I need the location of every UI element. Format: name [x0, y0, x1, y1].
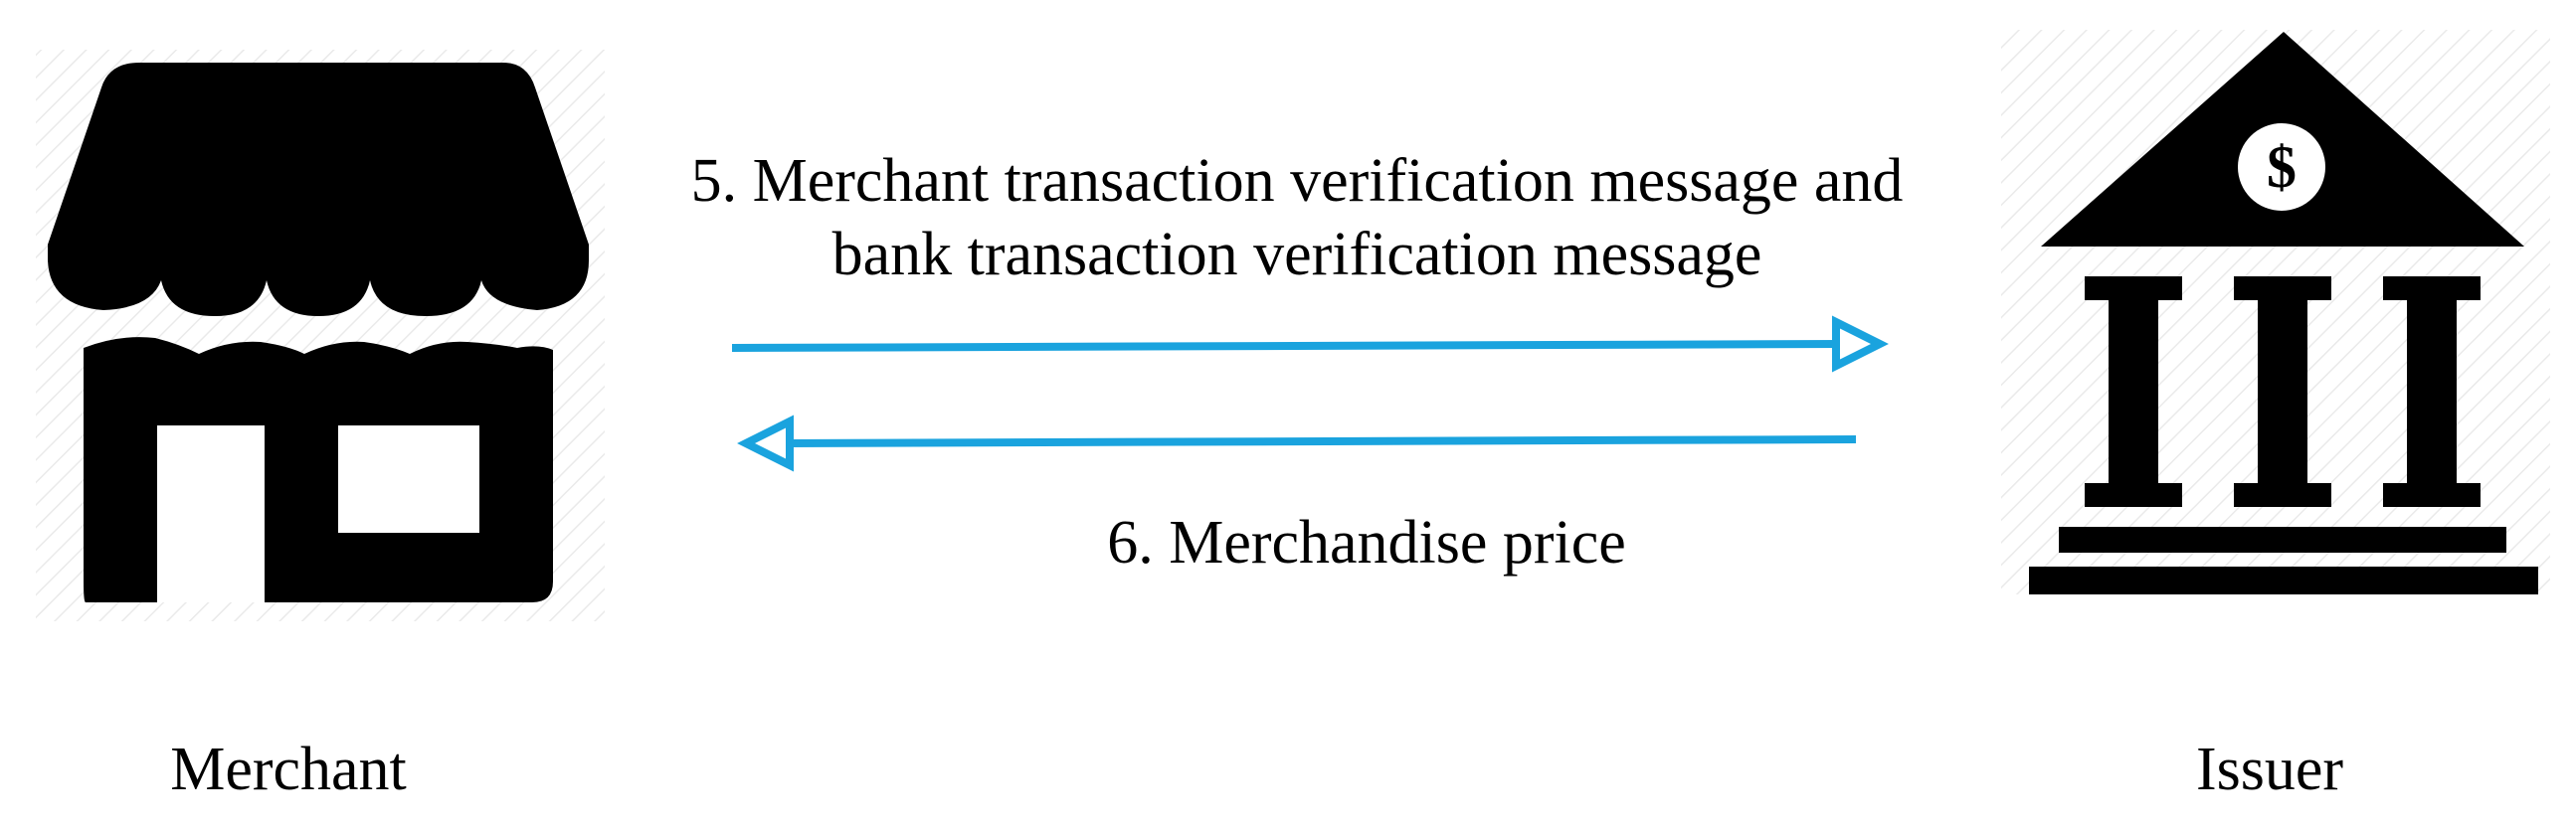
- bank-step-base: [2029, 567, 2538, 594]
- issuer-label: Issuer: [2196, 736, 2343, 803]
- dollar-badge: [2238, 123, 2325, 211]
- forward-arrowhead-icon: [1832, 315, 1889, 373]
- bank-icon: $: [2001, 30, 2550, 594]
- bank-column: [2383, 276, 2481, 507]
- message-5-line-2: bank transaction verification message: [832, 221, 1762, 288]
- forward-arrow: [731, 315, 1889, 373]
- dollar-symbol: $: [2267, 134, 2297, 200]
- storefront-awning: [48, 63, 589, 316]
- bank-step-upper: [2059, 527, 2506, 553]
- message-6-label: 6. Merchandise price: [1107, 509, 1626, 577]
- merchant-label: Merchant: [170, 736, 407, 803]
- storefront-building: [84, 337, 553, 602]
- backward-arrow: [737, 415, 1857, 472]
- storefront-window: [338, 425, 479, 533]
- bank-column: [2234, 276, 2331, 507]
- storefront-icon: [36, 50, 605, 621]
- storefront-door: [157, 425, 265, 602]
- message-5-line-1: 5. Merchant transaction verification mes…: [691, 147, 1904, 215]
- backward-arrowhead-icon: [737, 415, 794, 472]
- bank-column: [2085, 276, 2182, 507]
